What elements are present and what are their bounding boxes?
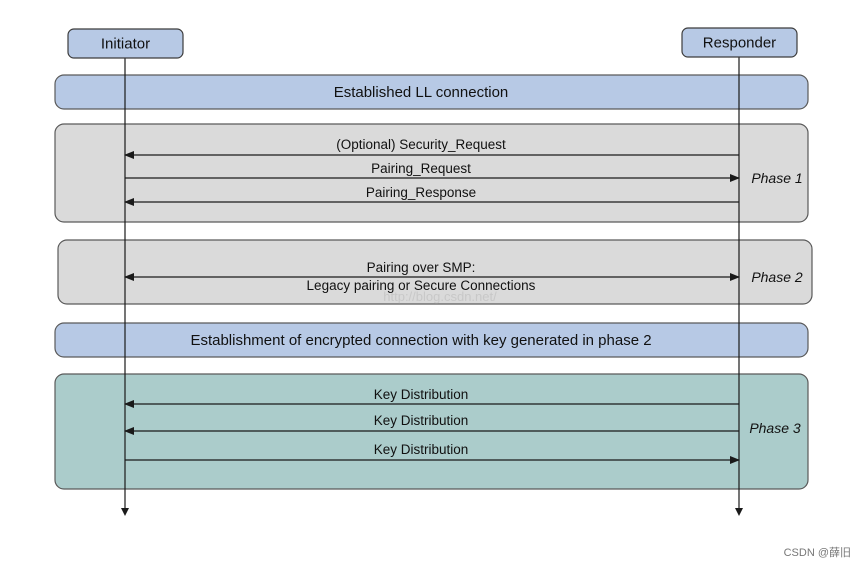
responder-label: Responder [703, 35, 776, 52]
security-request-label: (Optional) Security_Request [336, 137, 506, 152]
phase2-band [57, 239, 813, 305]
key-distribution-label-3: Key Distribution [374, 442, 469, 457]
established-connection-band [54, 74, 809, 110]
initiator-box [67, 28, 184, 59]
pairing-request-label: Pairing_Request [371, 161, 471, 176]
established-connection-label: Established LL connection [334, 84, 509, 101]
encrypted-connection-band [54, 322, 809, 358]
phase2-label: Phase 2 [751, 269, 803, 285]
credit-text: CSDN @薛旧 [784, 546, 851, 559]
pairing-response-label: Pairing_Response [366, 185, 476, 200]
responder-lifeline-arrow [735, 508, 743, 516]
phase1-band [54, 123, 809, 223]
initiator-label: Initiator [101, 36, 150, 53]
phase3-label: Phase 3 [749, 420, 801, 436]
responder-box [681, 27, 798, 58]
encrypted-connection-label: Establishment of encrypted connection wi… [190, 332, 651, 349]
key-distribution-label-1: Key Distribution [374, 387, 469, 402]
initiator-lifeline-arrow [121, 508, 129, 516]
pairing-smp-label: Pairing over SMP: [367, 260, 476, 275]
pairing-smp-sublabel: Legacy pairing or Secure Connections [307, 278, 536, 293]
key-distribution-label-2: Key Distribution [374, 413, 469, 428]
phase1-label: Phase 1 [751, 170, 802, 186]
watermark-text: http://blog.csdn.net/ [383, 289, 497, 304]
